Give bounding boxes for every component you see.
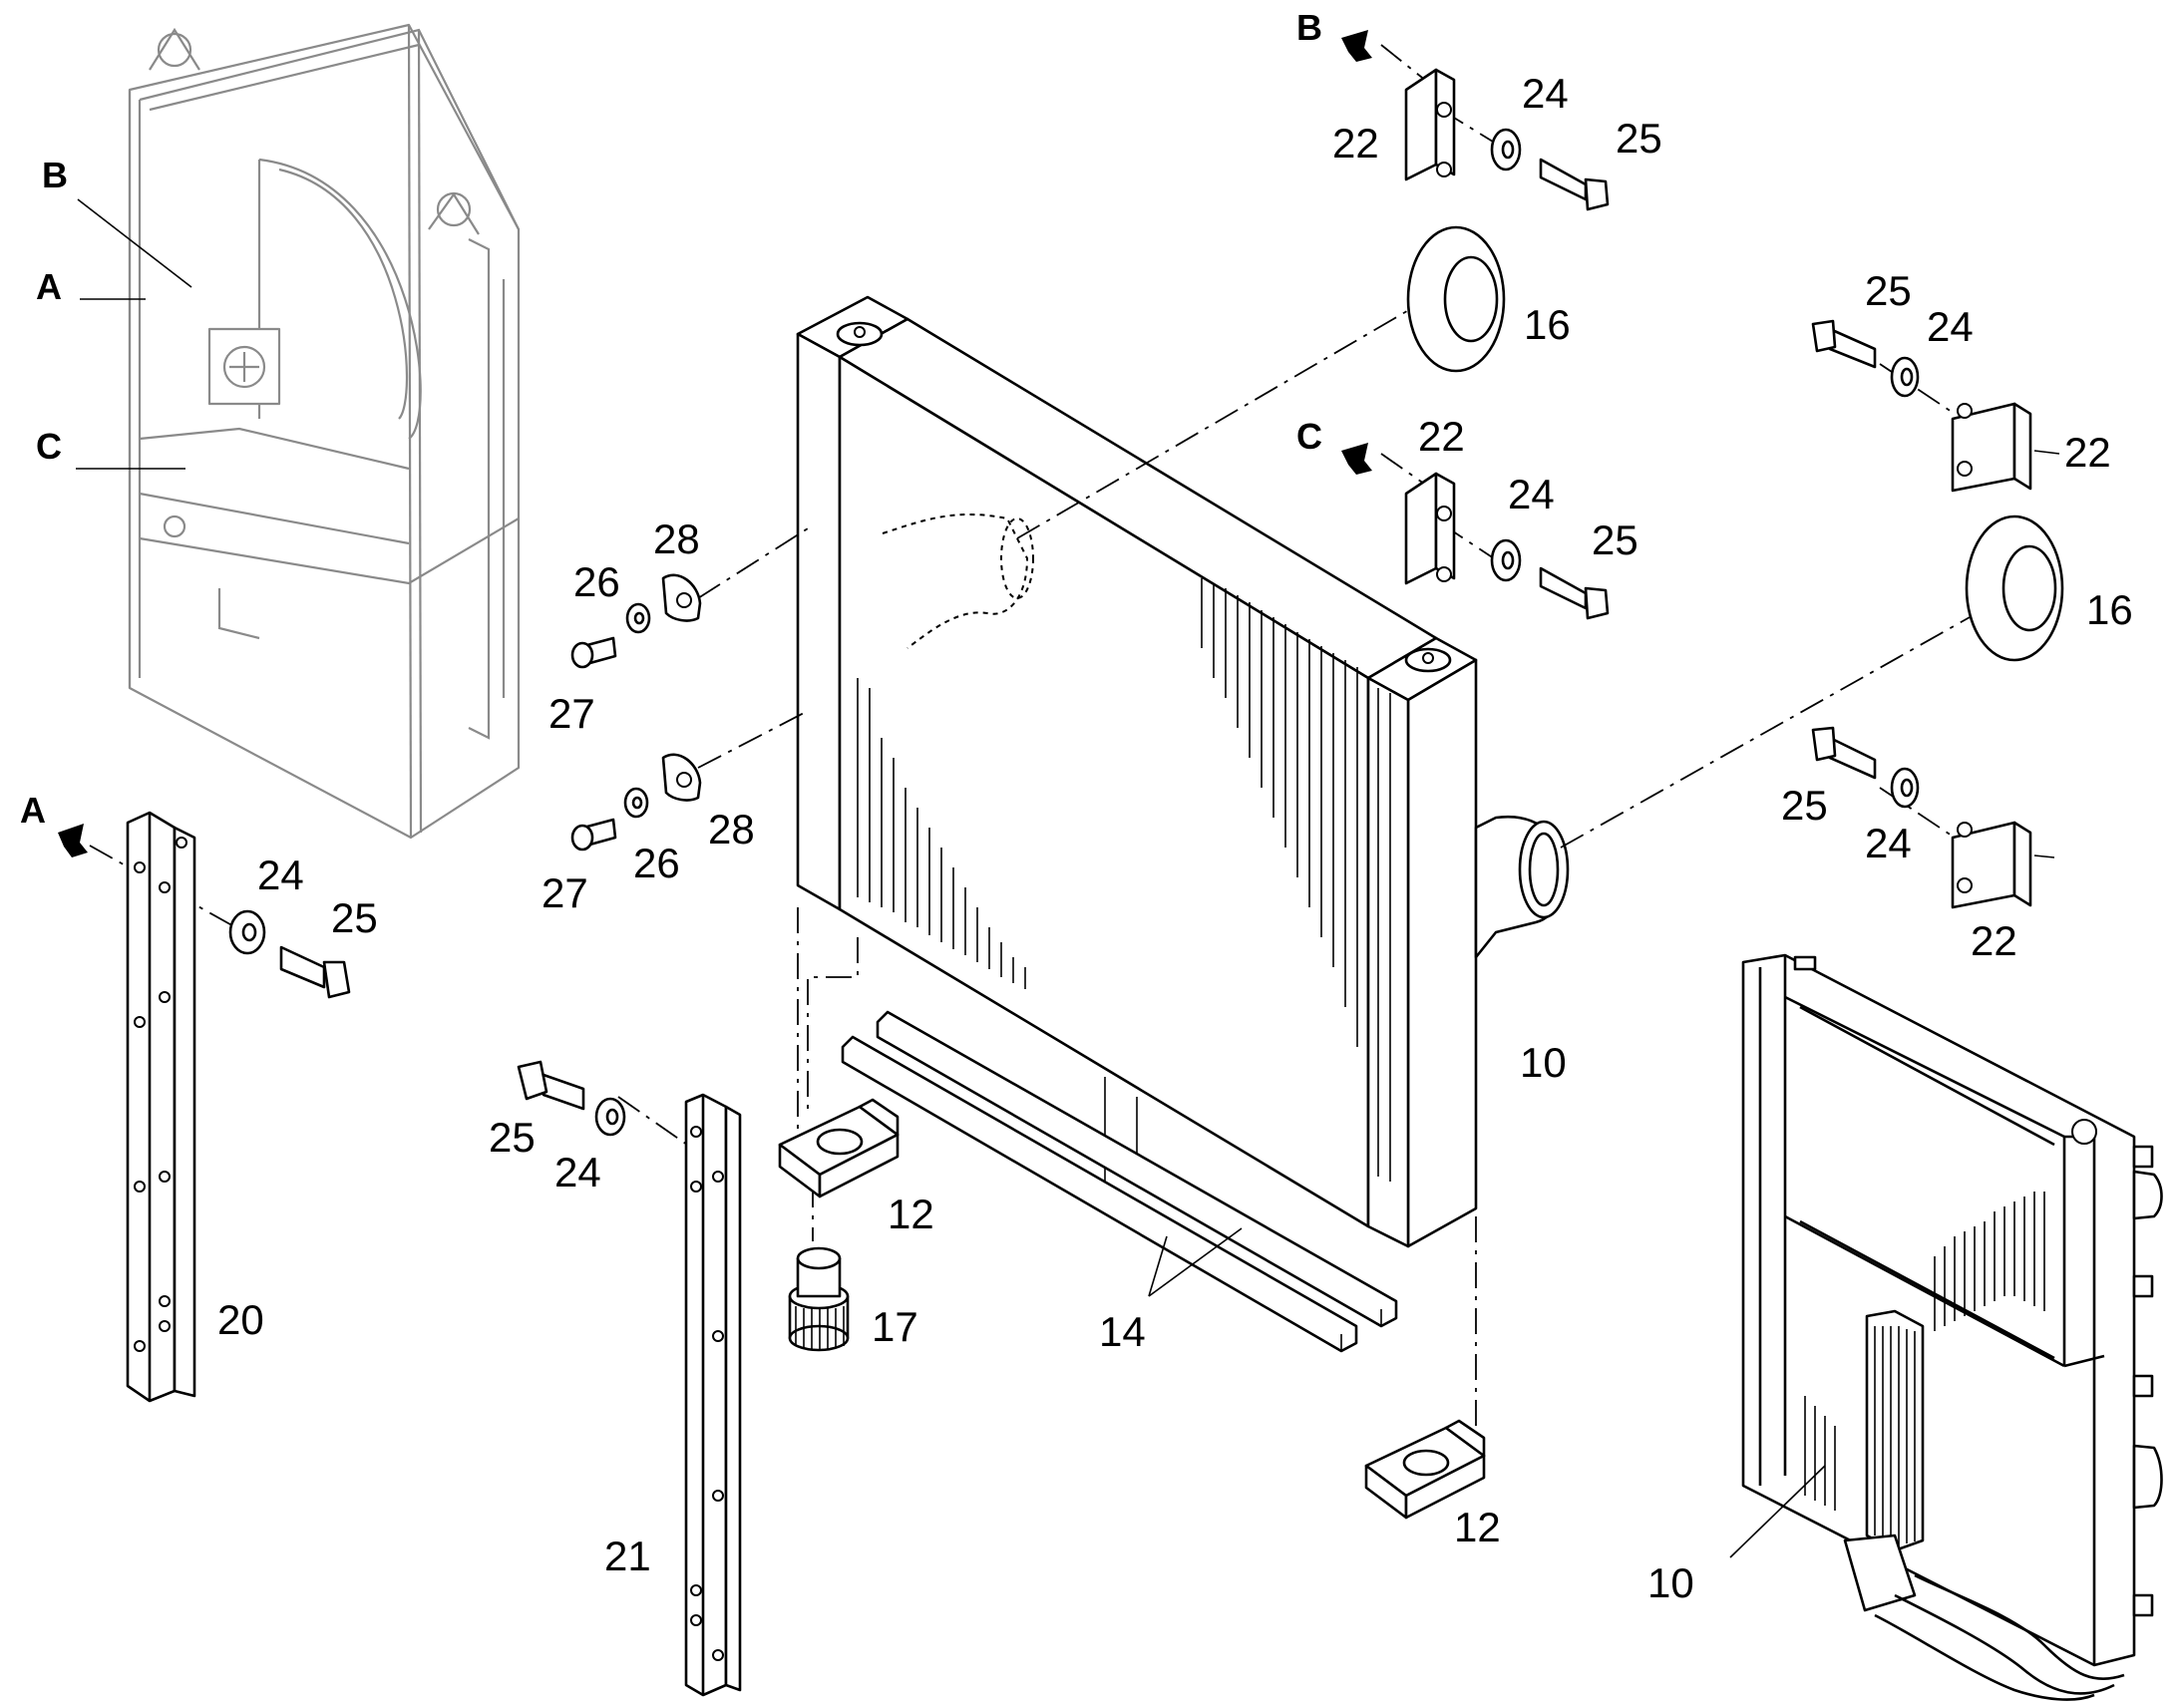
part-label-25-rail20: 25 [331, 894, 378, 941]
part-label-10-main: 10 [1520, 1039, 1567, 1086]
part-label-24-rail20: 24 [257, 852, 304, 898]
arrow-A [58, 824, 88, 857]
part-label-21: 21 [604, 1533, 651, 1579]
mount-12-right [1364, 1419, 1486, 1520]
leader-B-frame [77, 198, 192, 288]
radiator-core-10 [796, 295, 1570, 1248]
part-label-24-rail21: 24 [554, 1149, 601, 1196]
part-label-24-right-lower: 24 [1865, 820, 1912, 866]
ref-label-A-arrow: A [20, 790, 46, 831]
part-label-22-right-lower: 22 [1971, 917, 2017, 964]
part-label-26-lower: 26 [633, 840, 680, 886]
part-label-16-upper: 16 [1524, 301, 1571, 348]
leader-14a [1148, 1235, 1168, 1297]
part-label-20: 20 [217, 1296, 264, 1343]
ref-label-B-arrow: B [1296, 7, 1322, 48]
part-label-26-upper: 26 [573, 558, 620, 605]
part-label-25-C: 25 [1592, 516, 1638, 563]
washer-26-upper [625, 602, 651, 634]
washer-24-right-upper [1890, 356, 1920, 398]
washer-24-C [1490, 538, 1522, 582]
part-label-27-lower: 27 [542, 869, 588, 916]
clip-28-upper [661, 573, 702, 622]
part-label-28-upper: 28 [653, 515, 700, 562]
part-label-16-lower: 16 [2086, 586, 2133, 633]
part-label-17: 17 [872, 1303, 918, 1350]
washer-26-lower [623, 787, 649, 819]
bolt-25-B [1539, 158, 1610, 211]
bracket-22-C [1404, 472, 1456, 585]
drain-plug-17 [788, 1246, 850, 1352]
bolt-25-right-lower [1811, 726, 1877, 780]
part-label-22-C: 22 [1418, 413, 1465, 460]
part-label-22-right-upper: 22 [2064, 429, 2111, 476]
mount-12-left [778, 1098, 900, 1198]
part-label-28-lower: 28 [708, 806, 755, 853]
screw-27-upper [570, 636, 617, 669]
part-label-24-B: 24 [1522, 70, 1569, 117]
bracket-22-right-upper [1951, 402, 2060, 493]
part-label-12-left: 12 [888, 1191, 934, 1237]
washer-24-rail20 [228, 909, 266, 955]
bracket-22-B [1404, 68, 1456, 181]
bolt-25-rail20 [279, 945, 351, 999]
part-label-25-rail21: 25 [489, 1114, 536, 1161]
seal-16-upper [1406, 225, 1506, 373]
side-rail-20 [126, 811, 196, 1403]
leader-10-assembled [1729, 1465, 1826, 1558]
rubber-strips-14 [841, 1010, 1398, 1353]
bolt-25-C [1539, 566, 1610, 620]
part-label-24-right-upper: 24 [1927, 303, 1974, 350]
part-label-14: 14 [1099, 1308, 1146, 1355]
bracket-22-right-lower [1951, 821, 2055, 909]
part-label-25-right-upper: 25 [1865, 267, 1912, 314]
ref-label-B: B [42, 155, 68, 195]
bolt-25-right-upper [1811, 319, 1877, 369]
washer-24-right-lower [1890, 767, 1920, 809]
part-label-25-B: 25 [1616, 115, 1662, 162]
radiator-frame-housing [128, 23, 521, 840]
part-label-27-upper: 27 [548, 690, 595, 737]
arrow-C [1341, 443, 1372, 475]
ref-label-A: A [36, 266, 62, 307]
washer-24-B [1490, 128, 1522, 171]
part-label-12-right: 12 [1454, 1504, 1501, 1550]
assembled-radiator-10 [1741, 953, 2163, 1701]
side-rail-21 [684, 1093, 742, 1697]
part-label-24-C: 24 [1508, 471, 1555, 517]
arrow-B [1341, 30, 1372, 62]
screw-27-lower [570, 818, 617, 852]
clip-28-lower [661, 753, 702, 802]
seal-16-lower [1965, 514, 2064, 662]
ref-label-C: C [36, 426, 62, 467]
part-label-25-right-lower: 25 [1781, 782, 1828, 829]
ref-label-C-arrow: C [1296, 416, 1322, 457]
leader-14b [1148, 1227, 1243, 1297]
part-label-22-B: 22 [1332, 120, 1379, 167]
part-label-10-assembled: 10 [1647, 1559, 1694, 1606]
bolt-25-rail21 [517, 1060, 585, 1111]
washer-24-rail21 [594, 1097, 626, 1137]
